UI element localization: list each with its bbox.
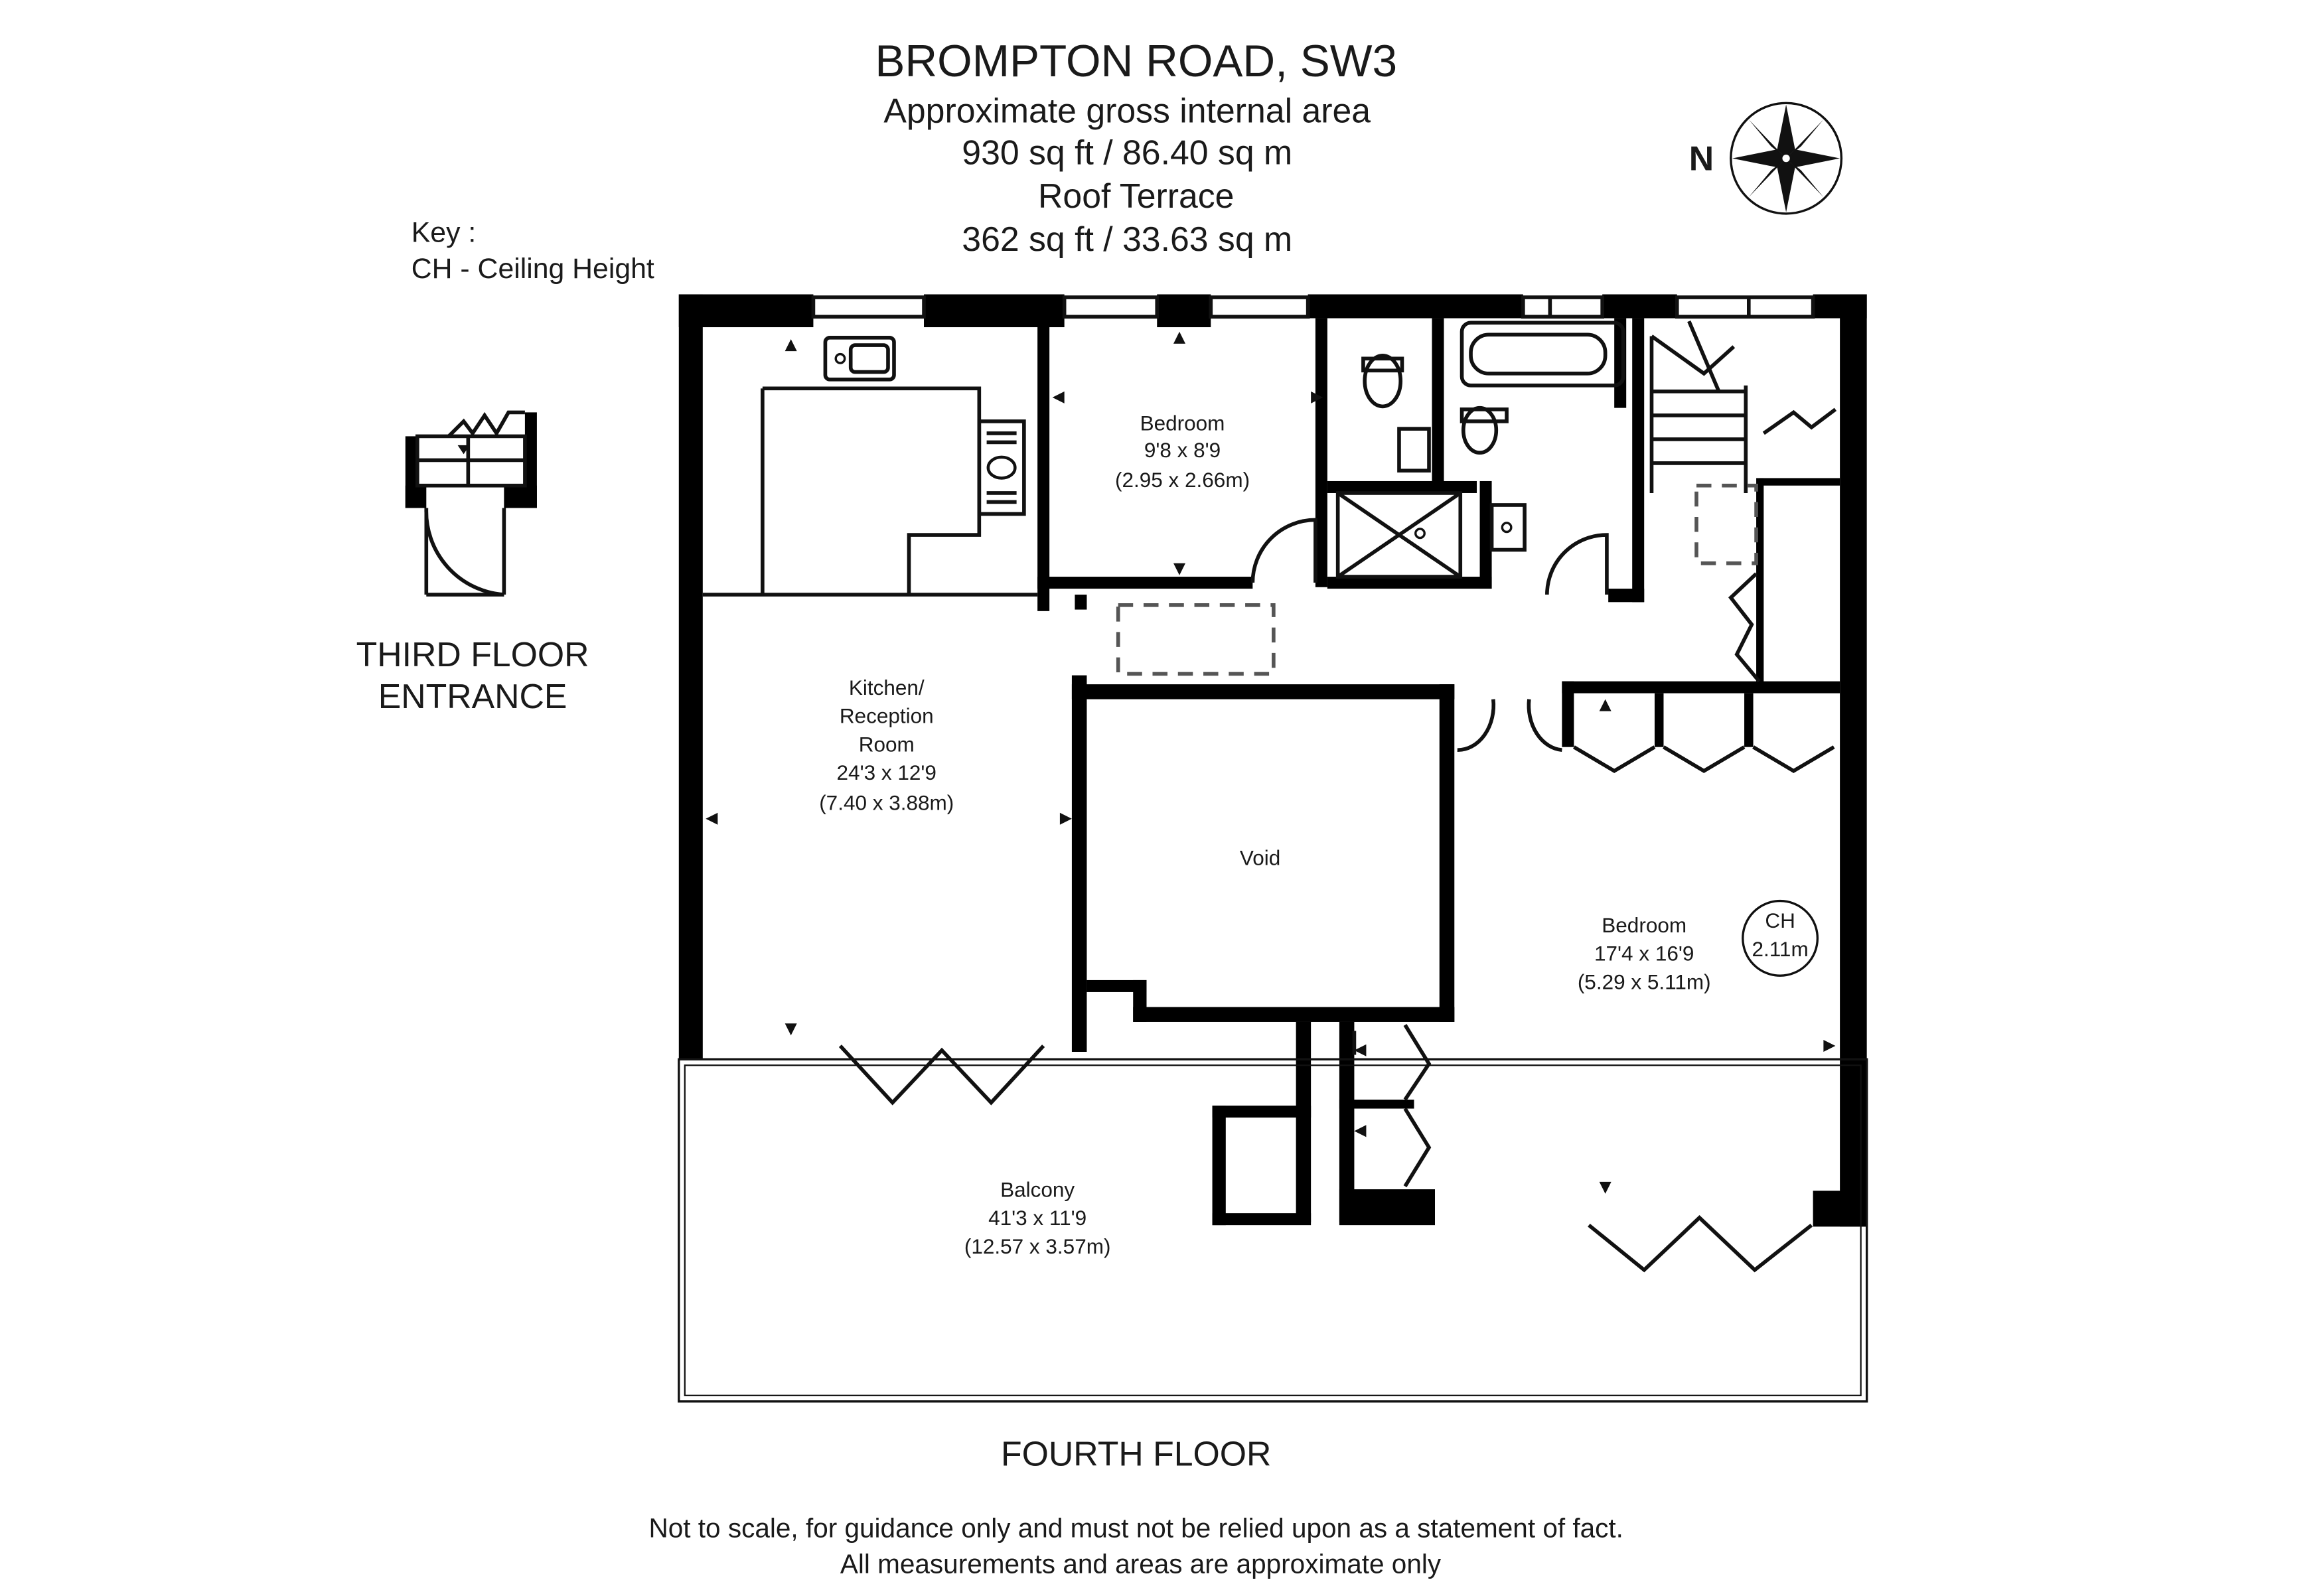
disclaimer-line1: Not to scale, for guidance only and must… xyxy=(649,1513,1623,1544)
key-title: Key : xyxy=(412,217,476,249)
ceiling-height-code: CH xyxy=(1765,908,1795,932)
terrace-value: 362 sq ft / 33.63 sq m xyxy=(962,220,1292,258)
balcony-outline xyxy=(678,1058,1868,1403)
third-floor-entrance-plan xyxy=(405,410,537,597)
kitchen-name-line3: Room xyxy=(859,732,915,756)
terrace-label: Roof Terrace xyxy=(1038,177,1234,215)
bedroom-small-metric: (2.95 x 2.66m) xyxy=(1115,468,1250,492)
kitchen-fittings xyxy=(702,336,1038,597)
bedroom-large-name: Bedroom xyxy=(1602,913,1686,937)
compass-icon xyxy=(1730,102,1843,215)
bedroom-small-name: Bedroom xyxy=(1140,411,1225,435)
kitchen-name-line1: Kitchen/ xyxy=(849,676,925,699)
entrance-label-line1: THIRD FLOOR xyxy=(356,635,589,674)
entrance-label-line2: ENTRANCE xyxy=(378,677,567,715)
kitchen-metric: (7.40 x 3.88m) xyxy=(819,790,954,814)
dimension-arrows xyxy=(706,331,1836,1194)
plan-title: BROMPTON ROAD, SW3 xyxy=(875,36,1397,86)
key-item: CH - Ceiling Height xyxy=(412,253,654,285)
void-label: Void xyxy=(1240,846,1280,870)
ceiling-height-value: 2.11m xyxy=(1752,937,1808,961)
bedroom-large-imperial: 17'4 x 16'9 xyxy=(1594,942,1694,966)
balcony-metric: (12.57 x 3.57m) xyxy=(964,1234,1111,1258)
area-value: 930 sq ft / 86.40 sq m xyxy=(962,133,1292,172)
exterior-walls xyxy=(678,294,1867,1227)
compass-letter: N xyxy=(1689,139,1714,178)
bedroom-small-imperial: 9'8 x 8'9 xyxy=(1144,438,1221,462)
bedroom-large-metric: (5.29 x 5.11m) xyxy=(1578,970,1711,993)
kitchen-imperial: 24'3 x 12'9 xyxy=(837,761,937,784)
balcony-name: Balcony xyxy=(1000,1177,1075,1201)
balcony-imperial: 41'3 x 11'9 xyxy=(988,1206,1087,1230)
disclaimer-line2: All measurements and areas are approxima… xyxy=(840,1549,1442,1579)
door-swings xyxy=(838,518,1835,1273)
area-label: Approximate gross internal area xyxy=(883,92,1371,130)
bathroom-fittings xyxy=(1335,321,1625,579)
ceiling-height-marker: CH 2.11m xyxy=(1742,899,1819,977)
staircase xyxy=(1649,320,1837,683)
kitchen-name-line2: Reception xyxy=(840,704,934,728)
floor-label: FOURTH FLOOR xyxy=(1001,1435,1271,1473)
